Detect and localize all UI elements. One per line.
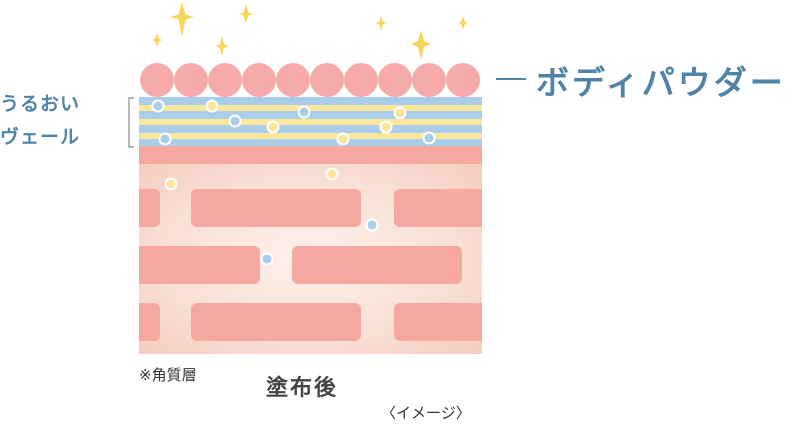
moisture-bead: [379, 120, 393, 134]
powder-particle: [310, 63, 344, 97]
moisture-bead: [260, 252, 274, 266]
sparkle-icon: [152, 32, 162, 48]
skin-cell: [191, 303, 361, 341]
sparkle-icon: [411, 30, 431, 60]
moisture-bead: [422, 131, 436, 145]
moisture-bead: [325, 167, 339, 181]
veil-bracket: [128, 97, 134, 148]
skin-cell: [191, 189, 361, 227]
powder-particle: [174, 63, 208, 97]
image-note: 〈イメージ〉: [381, 404, 471, 422]
sparkle-icon: [376, 15, 386, 31]
moisture-beads: [151, 99, 436, 266]
moisture-veil-label-line1: うるおい: [0, 93, 81, 115]
moisture-bead: [297, 105, 311, 119]
powder-particle: [344, 63, 378, 97]
skin-cell: [139, 303, 160, 341]
powder-particle: [412, 63, 446, 97]
moisture-bead: [158, 132, 172, 146]
body-powder-label: ボディパウダー: [536, 63, 786, 102]
moisture-veil-label-line2: ヴェール: [0, 126, 81, 148]
sparkle-icon: [216, 36, 228, 56]
powder-particle: [446, 63, 480, 97]
skin-cell: [394, 189, 482, 227]
powder-particle: [208, 63, 242, 97]
stratum-corneum: [139, 146, 482, 354]
moisture-bead: [266, 120, 280, 134]
moisture-bead: [336, 132, 350, 146]
sparkles: [152, 2, 467, 60]
powder-particle: [140, 63, 174, 97]
moisture-bead: [151, 99, 165, 113]
moisture-bead: [365, 218, 379, 232]
moisture-bead: [228, 114, 242, 128]
powder-particles: [140, 63, 480, 97]
sparkle-icon: [170, 2, 194, 37]
moisture-veil: [139, 97, 482, 146]
powder-particle: [276, 63, 310, 97]
after-application-caption: 塗布後: [266, 376, 339, 401]
skin-cell: [292, 246, 462, 284]
powder-leader-line: [496, 78, 526, 80]
skin-cell: [139, 246, 260, 284]
skin-cell: [139, 189, 160, 227]
moisture-bead: [393, 106, 407, 120]
stratum-corneum-note: ※角質層: [139, 366, 197, 384]
moisture-bead: [164, 177, 178, 191]
skin-cell: [394, 303, 482, 341]
sparkle-icon: [239, 4, 253, 24]
sparkle-icon: [459, 16, 467, 30]
powder-particle: [378, 63, 412, 97]
moisture-bead: [205, 99, 219, 113]
powder-particle: [242, 63, 276, 97]
